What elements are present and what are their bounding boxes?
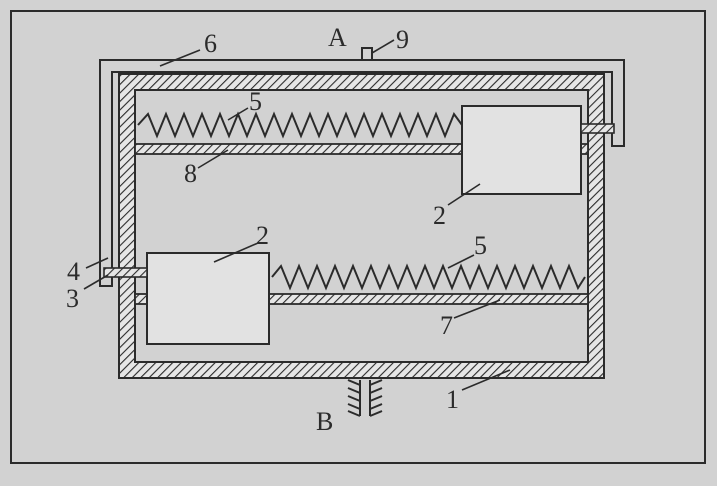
label-a: A xyxy=(328,23,347,52)
leader-3 xyxy=(83,274,109,290)
leader-6 xyxy=(159,49,201,67)
label-2-upper: 2 xyxy=(433,201,446,230)
upper-pin xyxy=(580,123,615,134)
label-4: 4 xyxy=(67,257,80,286)
label-5-upper: 5 xyxy=(249,87,262,116)
leader-lines xyxy=(83,39,511,391)
upper-rod-8 xyxy=(134,143,589,155)
label-9: 9 xyxy=(396,25,409,54)
image-border xyxy=(10,10,706,464)
lower-block-2 xyxy=(146,252,270,345)
label-7: 7 xyxy=(440,311,453,340)
leader-8 xyxy=(197,149,229,169)
label-3: 3 xyxy=(66,284,79,313)
leader-4 xyxy=(85,257,109,269)
pin-3 xyxy=(103,267,148,278)
label-1: 1 xyxy=(446,385,459,414)
leader-2-upper xyxy=(447,183,481,206)
leader-5-upper xyxy=(227,107,249,121)
label-8: 8 xyxy=(184,159,197,188)
leader-1 xyxy=(461,369,511,391)
frame-6 xyxy=(99,59,625,287)
label-6: 6 xyxy=(204,29,217,58)
label-5-lower: 5 xyxy=(474,231,487,260)
upper-block-2 xyxy=(461,105,582,195)
lower-spring-5 xyxy=(271,263,586,291)
upper-spring-5 xyxy=(137,111,463,139)
support-b xyxy=(347,379,383,417)
leader-9 xyxy=(371,39,395,54)
tab-9 xyxy=(361,47,373,60)
leader-5-lower xyxy=(447,254,475,269)
label-2-lower: 2 xyxy=(256,221,269,250)
leader-7 xyxy=(453,299,501,319)
label-b: B xyxy=(316,407,333,436)
leader-2-lower xyxy=(213,242,259,263)
lower-rod-7 xyxy=(134,293,589,305)
